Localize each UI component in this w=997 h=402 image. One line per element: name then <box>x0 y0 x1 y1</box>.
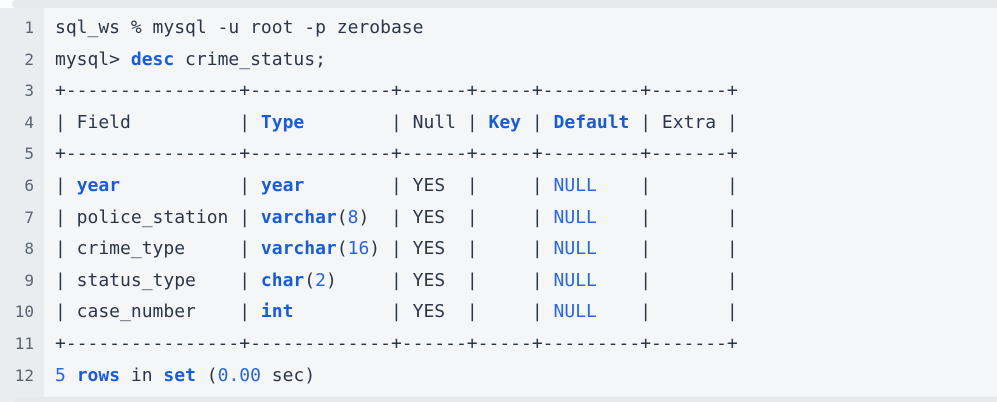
code-token: 2 <box>315 269 326 291</box>
code-token: NULL <box>553 301 597 323</box>
code-token: Type <box>260 111 305 133</box>
line-number: 6 <box>24 175 34 195</box>
line-number: 4 <box>24 112 34 132</box>
code-token: varchar <box>260 238 337 260</box>
code-token: NULL <box>553 206 597 228</box>
code-token: ( <box>336 206 348 228</box>
code-text: +----------------+-------------+------+-… <box>44 138 738 170</box>
code-token: | Extra | <box>629 111 738 133</box>
line-number: 12 <box>14 365 34 385</box>
code-text: +----------------+-------------+------+-… <box>44 328 738 360</box>
code-token: | case_number | <box>55 301 261 323</box>
code-token: varchar <box>260 206 337 228</box>
code-token: rows <box>76 364 121 386</box>
code-token: +----------------+-------------+------+-… <box>55 143 738 165</box>
code-text: | Field | Type | Null | Key | Default | … <box>44 107 738 139</box>
code-token: | <box>55 174 77 196</box>
code-block: 1 sql_ws % mysql -u root -p zerobase 2 mysq… <box>0 8 997 402</box>
code-line: 8 | crime_type | varchar(16) | YES | | NU… <box>0 233 997 265</box>
code-token: Key <box>488 111 522 133</box>
line-number: 3 <box>24 81 34 101</box>
code-line: 12 5 rows in set (0.00 sec) <box>0 360 997 392</box>
code-token: | <box>521 111 554 133</box>
code-token: | <box>120 174 261 196</box>
code-token: NULL <box>553 269 597 291</box>
code-line: 1 sql_ws % mysql -u root -p zerobase <box>0 12 997 44</box>
code-token: NULL <box>553 238 597 260</box>
code-text: | police_station | varchar(8) | YES | | … <box>44 202 738 234</box>
line-number: 2 <box>24 49 34 69</box>
code-token: sec) <box>260 364 316 386</box>
code-token: NULL <box>553 174 597 196</box>
code-token <box>66 365 77 386</box>
code-token: +----------------+-------------+------+-… <box>55 80 738 102</box>
line-number: 11 <box>14 333 34 353</box>
code-token: sql_ws % mysql -u root -p zerobase <box>55 17 424 38</box>
code-text: | crime_type | varchar(16) | YES | | NUL… <box>44 233 738 265</box>
code-token: | | <box>596 206 738 228</box>
line-number-gutter <box>0 8 44 402</box>
code-token: | | <box>596 269 738 291</box>
line-number: 5 <box>24 144 34 164</box>
code-token: | police_station | <box>55 206 261 228</box>
code-token: year <box>260 174 305 196</box>
code-line: 9 | status_type | char(2) | YES | | NULL … <box>0 265 997 297</box>
line-number: 7 <box>24 207 34 227</box>
code-text: mysql> desc crime_status; <box>44 44 326 76</box>
code-text: | year | year | YES | | NULL | | <box>44 170 738 202</box>
code-token: set <box>163 364 196 386</box>
code-token: | | <box>596 174 738 196</box>
code-line: 11 +----------------+-------------+------… <box>0 328 997 360</box>
code-token: 5 <box>55 364 66 386</box>
code-token: int <box>260 301 294 323</box>
code-token: | | <box>596 301 738 323</box>
code-token: desc <box>130 48 175 70</box>
code-line: 3 +----------------+-------------+------+… <box>0 75 997 107</box>
line-number: 8 <box>24 239 34 259</box>
code-token: 8 <box>347 206 359 228</box>
code-line: 6 | year | year | YES | | NULL | | <box>0 170 997 202</box>
code-token: char <box>260 269 305 291</box>
code-token: | | <box>596 238 738 260</box>
code-token: +----------------+-------------+------+-… <box>55 332 738 354</box>
code-token: ) | YES | | <box>369 238 554 260</box>
code-token: | Null | <box>304 111 489 133</box>
code-token: Default <box>553 111 630 133</box>
line-number: 1 <box>24 18 34 37</box>
line-number: 9 <box>24 270 34 290</box>
block-bottom-edge <box>14 397 997 402</box>
code-token: in <box>120 364 164 386</box>
code-token: ( <box>304 269 316 291</box>
code-token: | status_type | <box>55 269 261 291</box>
code-token: year <box>76 174 121 196</box>
block-top-edge <box>12 0 997 8</box>
code-token: | Field | <box>55 111 261 133</box>
code-line: 10 | case_number | int | YES | | NULL | | <box>0 296 997 328</box>
code-text: | case_number | int | YES | | NULL | | <box>44 296 738 328</box>
code-token: ( <box>336 238 348 260</box>
code-token: ) | YES | | <box>358 206 554 228</box>
code-token: | YES | | <box>293 301 554 323</box>
code-token: 0.00 <box>217 364 261 386</box>
code-token: crime_status; <box>174 48 326 70</box>
code-token: 16 <box>347 238 370 260</box>
code-text: sql_ws % mysql -u root -p zerobase <box>44 12 423 44</box>
code-token: | YES | | <box>304 174 554 196</box>
code-text: +----------------+-------------+------+-… <box>44 75 738 107</box>
code-token: ) | YES | | <box>325 269 554 291</box>
code-line: 4 | Field | Type | Null | Key | Default |… <box>0 107 997 139</box>
code-line: 7 | police_station | varchar(8) | YES | |… <box>0 202 997 234</box>
code-token: ( <box>195 364 218 386</box>
code-text: | status_type | char(2) | YES | | NULL |… <box>44 265 738 297</box>
code-token: | crime_type | <box>55 238 261 260</box>
code-token: mysql> <box>55 48 131 70</box>
line-number: 10 <box>14 302 34 322</box>
code-line: 2 mysql> desc crime_status; <box>0 44 997 76</box>
code-lines: 1 sql_ws % mysql -u root -p zerobase 2 mysq… <box>0 8 997 391</box>
code-text: 5 rows in set (0.00 sec) <box>44 360 315 392</box>
code-line: 5 +----------------+-------------+------+… <box>0 138 997 170</box>
